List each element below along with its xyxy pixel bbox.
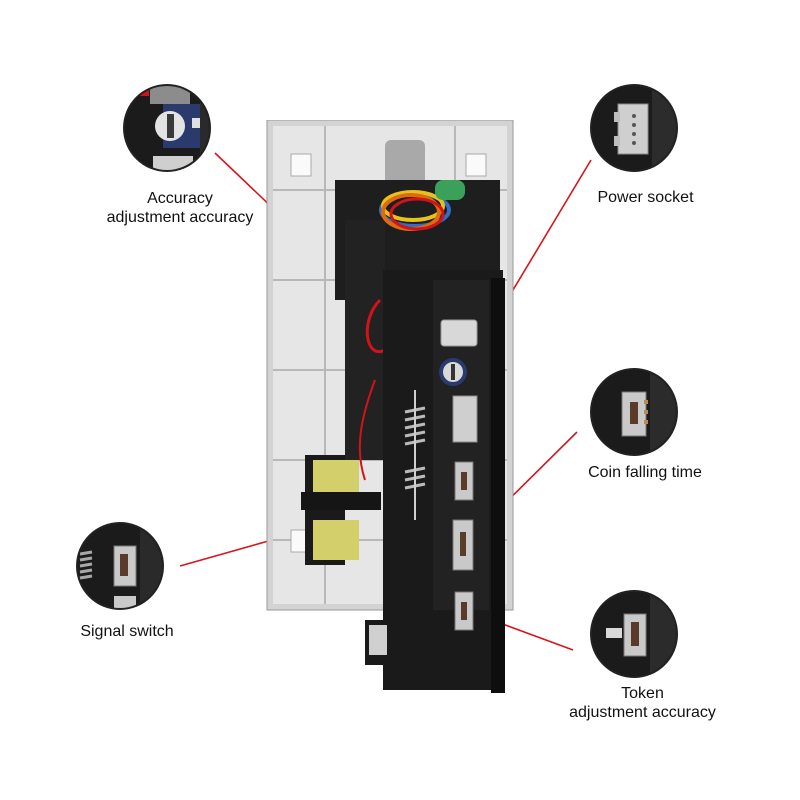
signal-label-line1: Signal switch — [80, 623, 174, 640]
accuracy-adjustment-label: Accuracy adjustment accuracy — [85, 189, 275, 227]
power-socket-label: Power socket — [578, 188, 713, 207]
signal-switch-label: Signal switch — [68, 622, 186, 641]
coin-falling-time-inset — [592, 370, 676, 454]
token-label-line2: adjustment accuracy — [569, 704, 716, 721]
power-connector-icon — [592, 86, 676, 170]
signal-switch-inset — [78, 524, 162, 608]
coin-falling-time-label: Coin falling time — [575, 463, 715, 482]
token-adjustment-label: Token adjustment accuracy — [550, 684, 735, 722]
token-adjustment-inset — [592, 592, 676, 676]
power-socket-inset — [592, 86, 676, 170]
potentiometer-icon — [125, 86, 209, 170]
slide-switch-icon — [592, 592, 676, 676]
accuracy-adjustment-inset — [125, 86, 209, 170]
slide-switch-icon — [592, 370, 676, 454]
coin-acceptor-image — [266, 120, 514, 693]
accuracy-label-line2: adjustment accuracy — [106, 209, 254, 226]
token-label-line1: Token — [621, 685, 664, 702]
coin-falling-label-line1: Coin falling time — [588, 464, 702, 481]
accuracy-label-line1: Accuracy — [147, 190, 213, 207]
slide-switch-icon — [78, 524, 162, 608]
power-label-line1: Power socket — [597, 189, 694, 206]
